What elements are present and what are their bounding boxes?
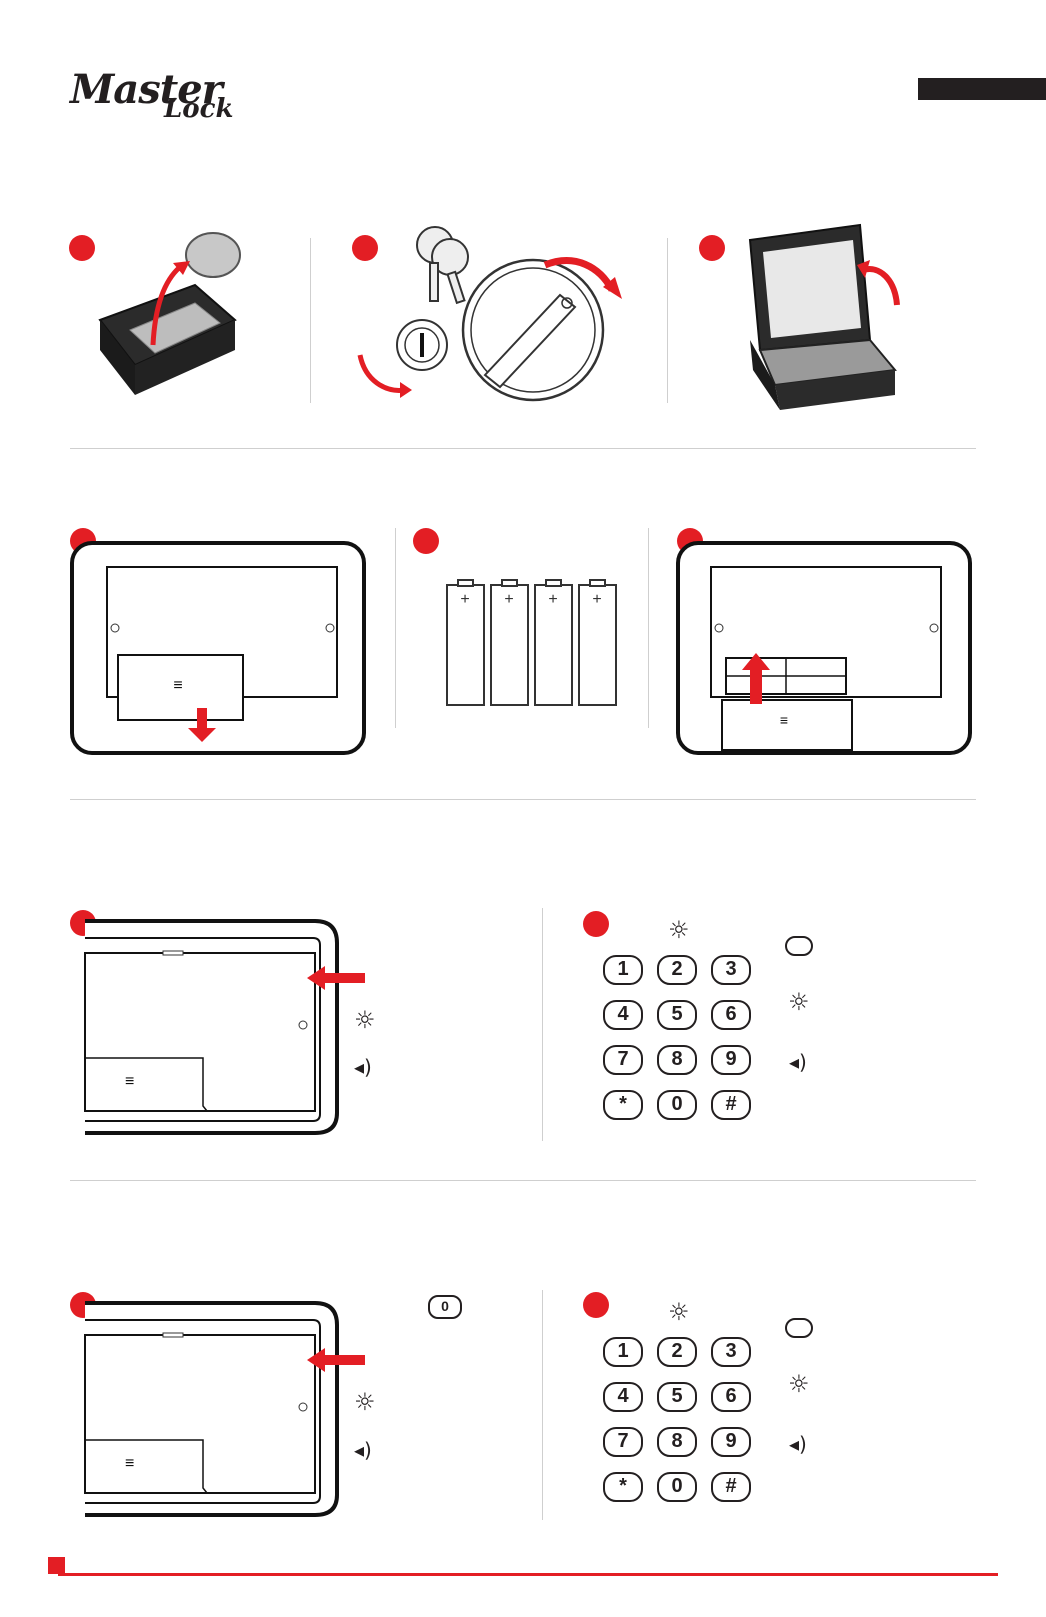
- light-icon: ☼: [668, 918, 690, 942]
- keypad-key[interactable]: 2: [657, 955, 697, 985]
- keypad-key[interactable]: *: [603, 1472, 643, 1502]
- column-divider: [542, 1290, 543, 1520]
- keypad-key[interactable]: 9: [711, 1427, 751, 1457]
- column-divider: [395, 528, 396, 728]
- svg-text:≡: ≡: [780, 712, 788, 728]
- keypad-key[interactable]: 6: [711, 1382, 751, 1412]
- light-icon: ☼: [788, 990, 810, 1014]
- zero-key[interactable]: 0: [428, 1295, 462, 1319]
- keypad-key[interactable]: #: [711, 1472, 751, 1502]
- indicator-oval: [785, 1318, 813, 1338]
- footer-rule: [58, 1573, 998, 1576]
- keypad-key[interactable]: 0: [657, 1090, 697, 1120]
- column-divider: [542, 908, 543, 1141]
- light-icon: ☼: [788, 1372, 810, 1396]
- keypad-key[interactable]: 6: [711, 1000, 751, 1030]
- header-tab: [918, 78, 1046, 100]
- svg-text:≡: ≡: [125, 1073, 134, 1090]
- step-dot: [413, 528, 439, 554]
- section-rule: [70, 448, 976, 449]
- keypad-key[interactable]: 5: [657, 1382, 697, 1412]
- coin-box-illustration: [95, 225, 245, 405]
- step-dot: [583, 911, 609, 937]
- column-divider: [667, 238, 668, 403]
- svg-text:+: +: [504, 591, 513, 608]
- keypad-key[interactable]: #: [711, 1090, 751, 1120]
- svg-text:+: +: [548, 591, 557, 608]
- step-dot: [699, 235, 725, 261]
- open-box-illustration: [745, 220, 925, 410]
- reset-button-illustration: ≡: [85, 918, 345, 1136]
- reset-button-illustration: ≡: [85, 1300, 345, 1518]
- battery-cover-remove-illustration: ≡: [70, 540, 370, 755]
- battery-icon: + + + +: [445, 580, 625, 710]
- battery-insert-illustration: ≡: [676, 540, 976, 755]
- keypad-key[interactable]: 8: [657, 1427, 697, 1457]
- svg-text:+: +: [460, 591, 469, 608]
- keypad-key[interactable]: 4: [603, 1000, 643, 1030]
- speaker-icon: ◂): [789, 1052, 807, 1072]
- keypad-key[interactable]: 3: [711, 1337, 751, 1367]
- section-rule: [70, 1180, 976, 1181]
- speaker-icon: ◂): [354, 1057, 372, 1077]
- svg-text:+: +: [592, 591, 601, 608]
- column-divider: [310, 238, 311, 403]
- key-dial-illustration: [350, 215, 640, 415]
- speaker-icon: ◂): [354, 1440, 372, 1460]
- keypad-key[interactable]: 9: [711, 1045, 751, 1075]
- svg-text:≡: ≡: [173, 677, 182, 694]
- keypad-key[interactable]: 2: [657, 1337, 697, 1367]
- keypad-key[interactable]: 3: [711, 955, 751, 985]
- indicator-oval: [785, 936, 813, 956]
- coin-icon: [186, 233, 240, 277]
- keypad-key[interactable]: 0: [657, 1472, 697, 1502]
- light-icon: ☼: [354, 1390, 376, 1414]
- step-dot: [583, 1292, 609, 1318]
- keypad-key[interactable]: *: [603, 1090, 643, 1120]
- speaker-icon: ◂): [789, 1434, 807, 1454]
- master-lock-logo: Master Lock: [70, 66, 280, 126]
- key-icon: [417, 227, 468, 303]
- keypad-key[interactable]: 1: [603, 955, 643, 985]
- footer-marker: [48, 1557, 65, 1574]
- keypad-key[interactable]: 4: [603, 1382, 643, 1412]
- light-icon: ☼: [668, 1300, 690, 1324]
- keypad-key[interactable]: 5: [657, 1000, 697, 1030]
- step-dot: [69, 235, 95, 261]
- light-icon: ☼: [354, 1008, 376, 1032]
- keypad-key[interactable]: 7: [603, 1045, 643, 1075]
- column-divider: [648, 528, 649, 728]
- svg-text:≡: ≡: [125, 1455, 134, 1472]
- keypad-key[interactable]: 1: [603, 1337, 643, 1367]
- section-rule: [70, 799, 976, 800]
- keypad-key[interactable]: 8: [657, 1045, 697, 1075]
- keypad-key[interactable]: 7: [603, 1427, 643, 1457]
